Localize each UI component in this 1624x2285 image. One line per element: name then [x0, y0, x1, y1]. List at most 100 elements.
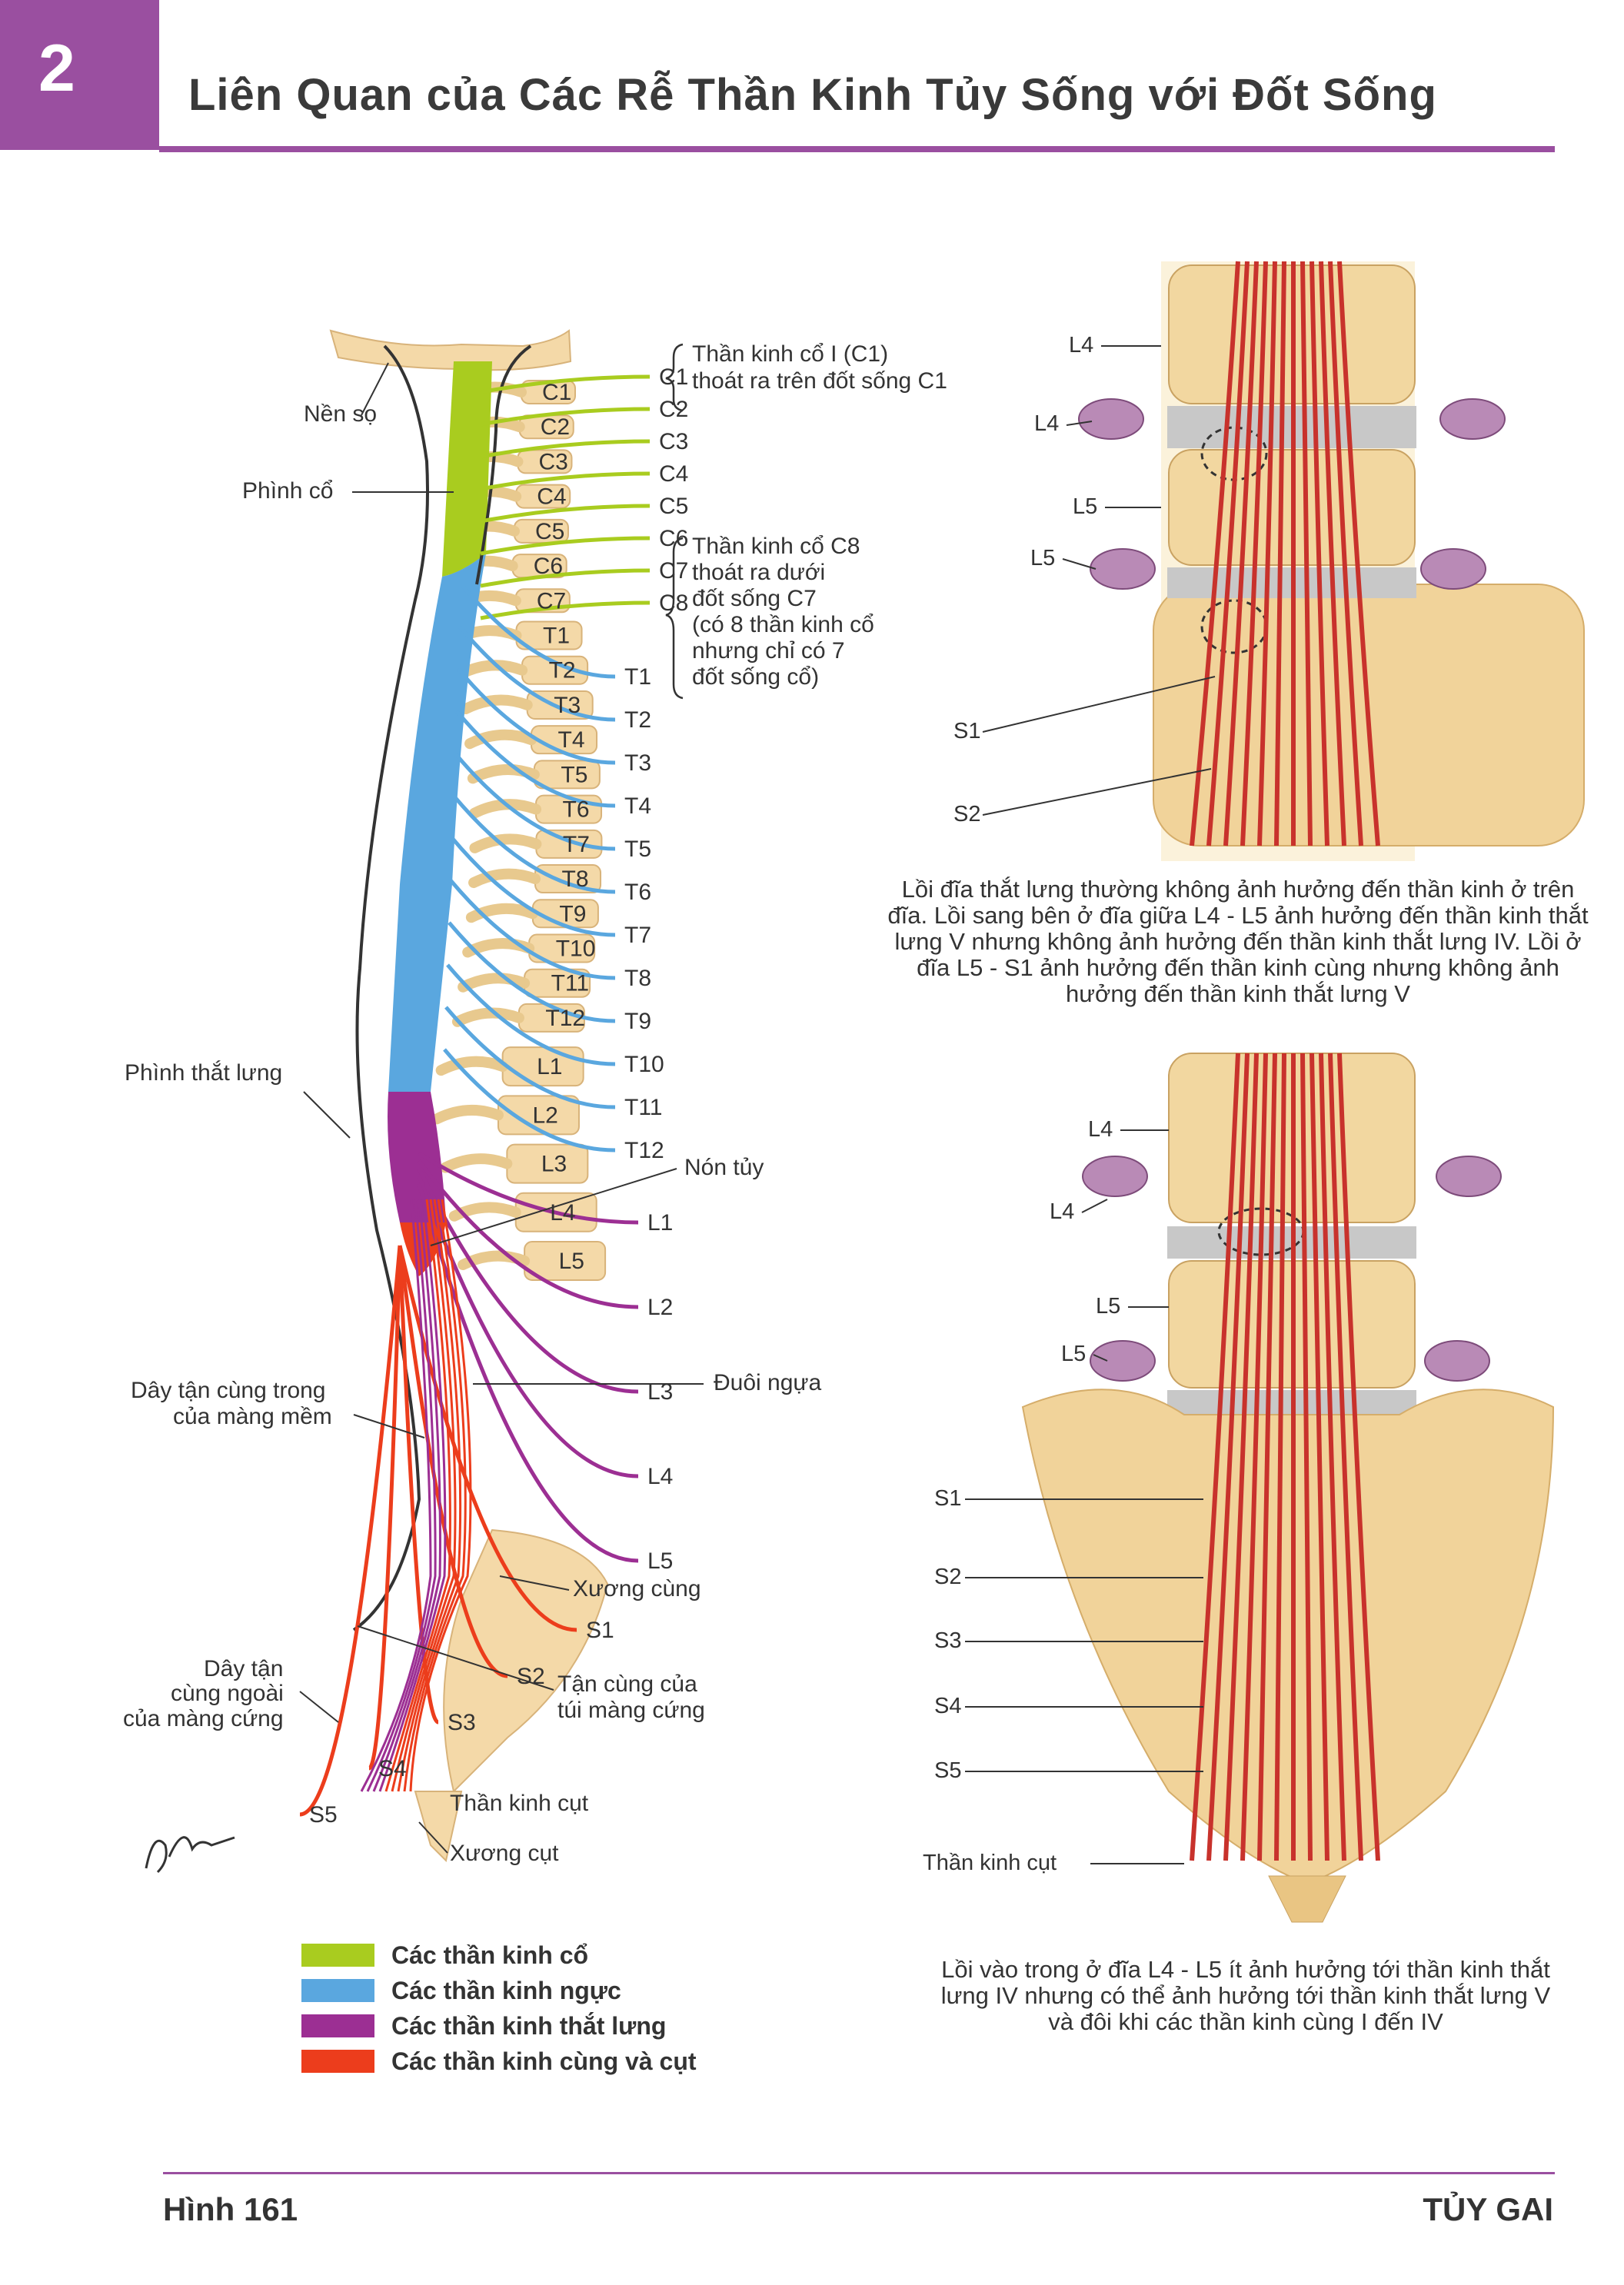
nerve-label: T12 [624, 1138, 664, 1163]
page-title: Liên Quan của Các Rễ Thần Kinh Tủy Sống … [188, 70, 1437, 120]
vertebra-label: T11 [551, 971, 589, 996]
nerve-label: S3 [448, 1710, 476, 1735]
label-filum-internum-1: Dây tận cùng trong [131, 1378, 326, 1403]
cauda-fiber [1328, 261, 1363, 846]
footer-section-label: TỦY GAI [1423, 2191, 1553, 2227]
vertebra-label: T12 [545, 1006, 585, 1031]
nerve-root [398, 1245, 577, 1632]
legend-item-cervical: Các thần kinh cổ [301, 1937, 697, 1973]
top-label-l5b: L5 [1030, 546, 1055, 570]
vertebra-process [458, 973, 531, 993]
cauda-fiber [1300, 1053, 1313, 1861]
cauda-fiber [391, 1199, 457, 1792]
nerve-label: L2 [647, 1295, 673, 1320]
nerve-root [449, 879, 616, 980]
nerve-root [418, 1151, 639, 1225]
nerve-root [451, 837, 616, 937]
nerve-root [480, 504, 651, 524]
nerve-roots [299, 374, 651, 1817]
cauda-fiber [1274, 1053, 1286, 1861]
cauda-fiber [1240, 261, 1268, 846]
title-rule [159, 146, 1555, 152]
footer-figure-label: Hình 161 [163, 2191, 298, 2227]
label-filum-internum-2: của màng mềm [173, 1404, 332, 1429]
vertebra-process [440, 1153, 513, 1173]
note-c1-line1: Thần kinh cổ I (C1) [692, 341, 888, 367]
nerve-label: L5 [647, 1548, 673, 1574]
label-conus: Nón tủy [684, 1155, 764, 1180]
legend-swatch-thoracic [301, 1979, 374, 2002]
nerve-root [448, 921, 616, 1023]
nerve-label: C4 [659, 461, 688, 487]
note-c8-line3: đốt sống C7 [692, 586, 817, 611]
cauda-fiber [1328, 1053, 1363, 1861]
cauda-fiber [1206, 261, 1250, 846]
label-filum-externum-2: cùng ngoài [171, 1681, 284, 1706]
cauda-fiber [1206, 1053, 1250, 1861]
dura-outline-left [352, 344, 429, 1631]
vertebra-process [468, 868, 541, 889]
top-label-l4a: L4 [1069, 333, 1093, 358]
vertebra-label: C5 [535, 519, 564, 544]
brace-c8 [665, 537, 684, 700]
note-c8-line2: thoát ra dưới [692, 560, 825, 585]
top-label-s2: S2 [953, 802, 980, 827]
cauda-fiber [1223, 261, 1259, 846]
cauda-fiber [403, 1199, 467, 1792]
nerve-label: T8 [624, 966, 651, 991]
label-skull-base: Nền sọ [304, 401, 377, 427]
legend-item-lumbar: Các thần kinh thắt lưng [301, 2008, 697, 2044]
cauda-fiber [1257, 1053, 1277, 1861]
nerve-root [480, 471, 651, 491]
bottom-label-l5b: L5 [1061, 1342, 1086, 1366]
coccyx-shape [414, 1791, 463, 1862]
legend: Các thần kinh cổ Các thần kinh ngực Các … [301, 1937, 697, 2079]
legend-swatch-sacral [301, 2050, 374, 2073]
vertebra-process [465, 903, 538, 923]
nerve-root [452, 794, 616, 894]
vertebra-process [464, 729, 537, 750]
vertebra-label: T9 [559, 901, 586, 926]
vertebra-label: T7 [563, 832, 590, 857]
vertebra-process [431, 1104, 504, 1125]
nerve-label: T7 [624, 923, 651, 948]
cauda-fiber [1274, 261, 1286, 846]
artist-signature [145, 1836, 235, 1874]
bottom-label-l4b: L4 [1050, 1199, 1074, 1224]
vertebra-label: C4 [537, 484, 566, 510]
spinal-cord-cervical [442, 361, 492, 577]
vertebra-label: T8 [562, 866, 589, 892]
dura-outline-right [475, 344, 532, 585]
cauda-fiber [366, 1199, 437, 1792]
vertebra-label: T6 [563, 797, 590, 823]
vertebra-label: C7 [537, 588, 566, 614]
vertebra-label: T1 [543, 624, 570, 649]
nerve-label: L3 [647, 1379, 673, 1405]
nerve-root [457, 667, 616, 765]
label-coccygeal-nerve: Thần kinh cụt [450, 1791, 589, 1816]
label-lumbar-enlargement: Phình thắt lưng [125, 1060, 282, 1086]
legend-label: Các thần kinh thắt lưng [391, 2011, 667, 2040]
cauda-fiber [384, 1199, 451, 1792]
nerve-label: T1 [624, 664, 651, 690]
label-cauda: Đuôi ngựa [714, 1370, 821, 1395]
nerve-root [417, 1176, 639, 1478]
label-cervical-enlargement: Phình cổ [242, 478, 333, 504]
nerve-label: S4 [378, 1756, 407, 1781]
nerve-label: T2 [624, 707, 651, 733]
nerve-root [480, 568, 651, 588]
label-dural-sac-end-2: túi màng cứng [557, 1698, 705, 1723]
nerve-label: S5 [309, 1802, 338, 1828]
cauda-fiber [1300, 261, 1313, 846]
cauda-fiber [1310, 1053, 1329, 1861]
vertebra-process [469, 833, 542, 853]
nerve-root [299, 1245, 402, 1817]
nerve-label: T9 [624, 1009, 651, 1034]
nerve-root [480, 536, 651, 556]
nerve-root [455, 710, 616, 808]
nerve-label: T6 [624, 880, 651, 905]
label-filum-externum-1: Dây tận [204, 1656, 283, 1681]
note-c8-line1: Thần kinh cổ C8 [692, 534, 860, 559]
nerve-label: C3 [659, 429, 688, 454]
